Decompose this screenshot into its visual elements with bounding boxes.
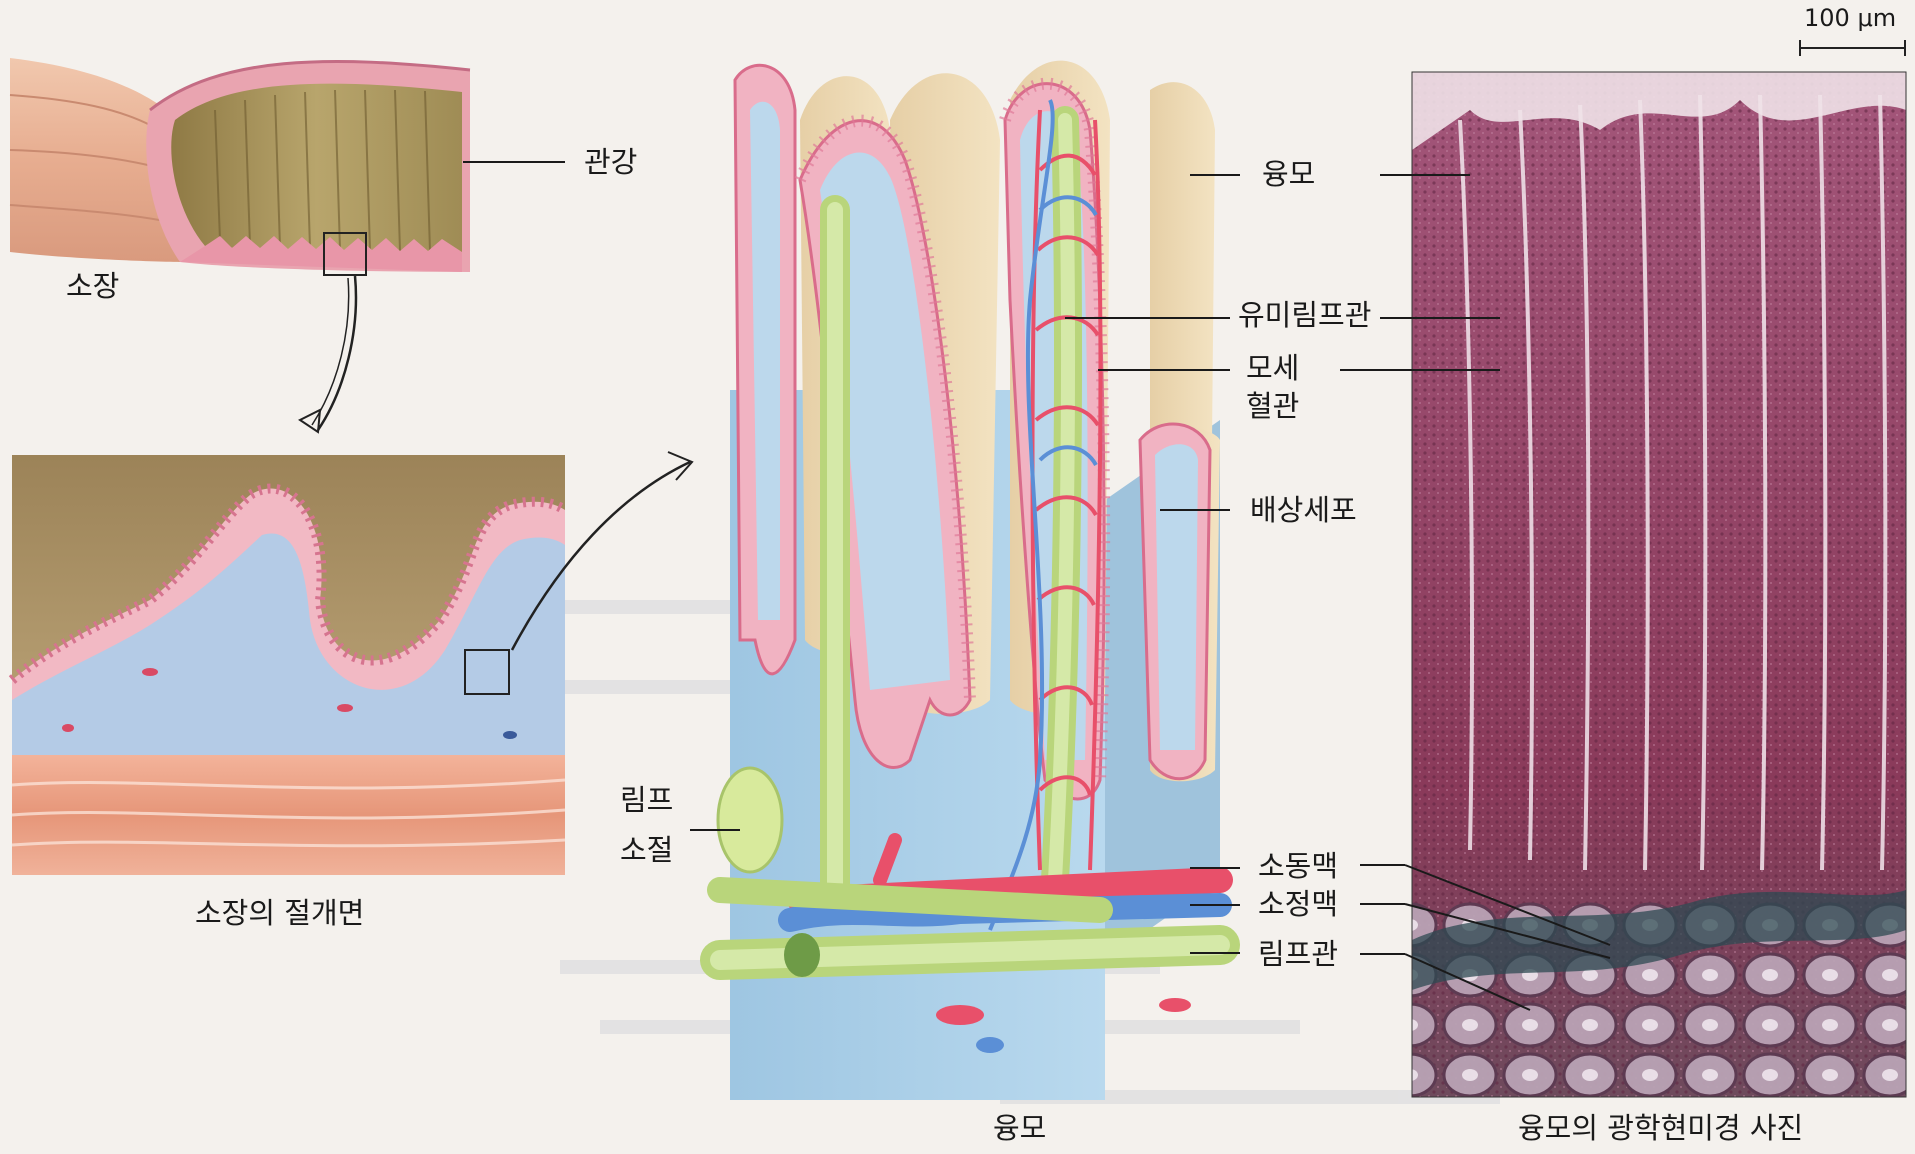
label-lymph-nodule-line1: 림프: [620, 782, 673, 818]
label-lymph-nodule-line2: 소절: [620, 832, 673, 868]
caption-micrograph: 융모의 광학현미경 사진: [1518, 1110, 1803, 1146]
label-lacteal: 유미림프관: [1238, 297, 1371, 333]
intestine-tube-illustration: [10, 58, 470, 432]
villus-block-illustration: [718, 61, 1220, 1100]
micrograph-photo: [1412, 72, 1906, 1097]
cross-section-illustration: [12, 452, 692, 875]
label-lymph-vessel: 림프관: [1258, 936, 1338, 972]
label-arteriole: 소동맥: [1258, 848, 1338, 884]
label-capillary-line2: 혈관: [1246, 388, 1299, 424]
caption-villus: 융모: [993, 1110, 1046, 1146]
scale-bar-label: 100 μm: [1804, 4, 1896, 32]
label-lumen: 관강: [584, 144, 637, 180]
label-capillary-line1: 모세: [1246, 350, 1299, 386]
scale-bar: [1800, 40, 1905, 56]
label-small-intestine: 소장: [66, 268, 119, 304]
label-goblet-cell: 배상세포: [1250, 492, 1357, 528]
label-villus: 융모: [1262, 156, 1315, 192]
label-venule: 소정맥: [1258, 886, 1338, 922]
caption-cross-section: 소장의 절개면: [195, 895, 364, 931]
